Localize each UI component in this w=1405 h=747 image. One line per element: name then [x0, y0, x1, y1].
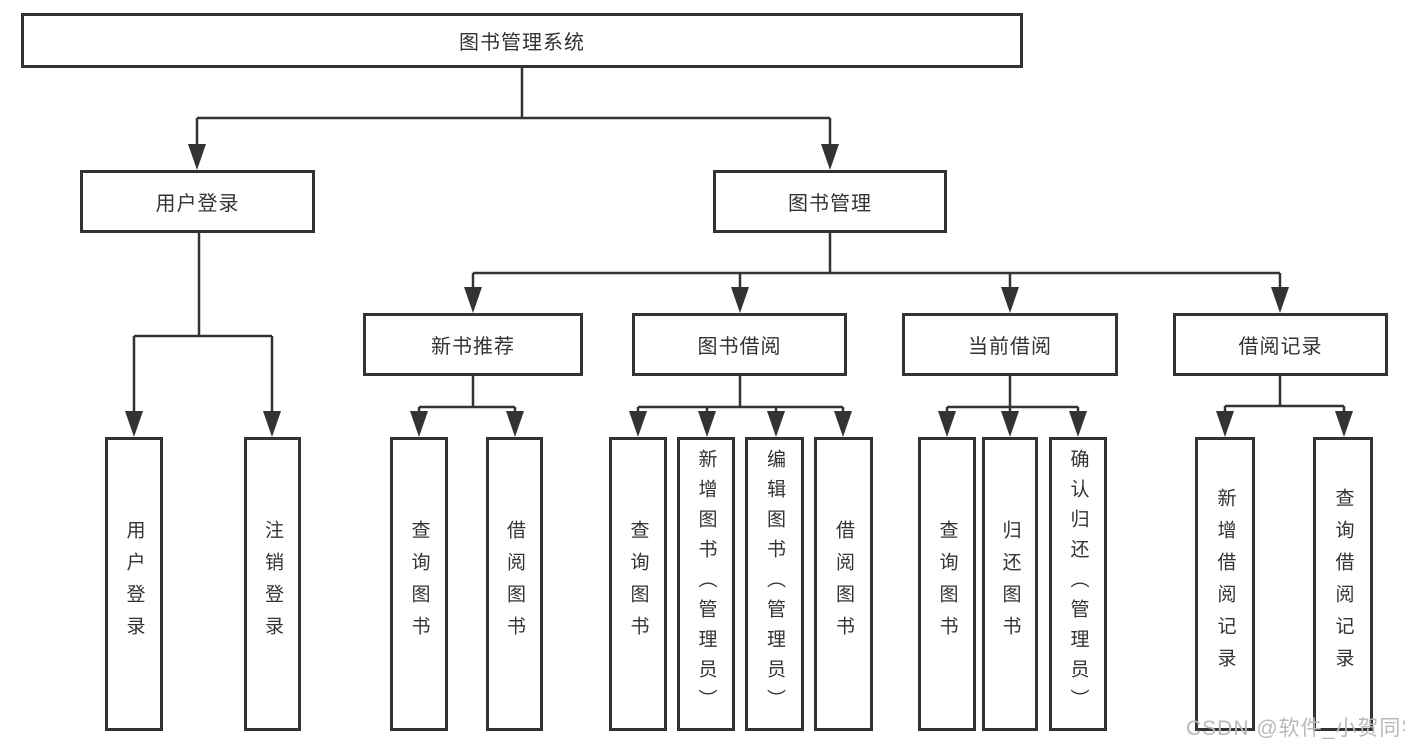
leaf-edit-books-admin: 编辑图书（管理员） [745, 437, 804, 731]
csdn-watermark: CSDN @软件_小贺同学 [1186, 717, 1405, 740]
node-label: 注销登录 [262, 520, 283, 648]
leaf-user-login: 用户登录 [105, 437, 163, 731]
node-label: 借阅图书 [833, 520, 854, 648]
node-label: 图书管理系统 [459, 32, 585, 54]
node-label: 借阅图书 [504, 520, 525, 648]
leaf-query-borrow-record: 查询借阅记录 [1313, 437, 1373, 731]
node-new-book-recommend: 新书推荐 [363, 313, 583, 376]
leaf-query-books-current: 查询图书 [918, 437, 976, 731]
leaf-logout: 注销登录 [244, 437, 301, 731]
leaf-borrow-books: 借阅图书 [814, 437, 873, 731]
node-label: 查询图书 [408, 520, 430, 648]
arrowheads [125, 144, 1353, 437]
node-label: 用户登录 [123, 520, 145, 648]
node-label: 当前借阅 [968, 336, 1052, 358]
node-label: 用户登录 [155, 193, 240, 215]
leaf-query-books-recommend: 查询图书 [390, 437, 448, 731]
leaf-add-books-admin: 新增图书（管理员） [677, 437, 735, 731]
node-label: 新增借阅记录 [1214, 488, 1236, 680]
node-label: 查询图书 [627, 520, 649, 648]
node-label: 图书借阅 [697, 336, 782, 358]
node-label: 归还图书 [999, 520, 1021, 648]
node-current-borrowing: 当前借阅 [902, 313, 1118, 376]
node-label: 确认归还（管理员） [1067, 449, 1089, 719]
node-book-management: 图书管理 [713, 170, 947, 233]
leaf-borrow-books-recommend: 借阅图书 [486, 437, 543, 731]
node-label: 编辑图书（管理员） [764, 449, 785, 719]
node-label: 新书推荐 [431, 336, 515, 358]
node-label: 借阅记录 [1238, 336, 1323, 358]
leaf-query-books-borrow: 查询图书 [609, 437, 667, 731]
node-label: 查询借阅记录 [1332, 488, 1354, 680]
node-label: 查询图书 [936, 520, 958, 648]
node-label: 新增图书（管理员） [695, 449, 717, 719]
node-book-borrowing: 图书借阅 [632, 313, 847, 376]
leaf-confirm-return-admin: 确认归还（管理员） [1049, 437, 1107, 731]
node-user-login: 用户登录 [80, 170, 315, 233]
node-borrowing-records: 借阅记录 [1173, 313, 1388, 376]
node-root-library-system: 图书管理系统 [21, 13, 1023, 68]
leaf-add-borrow-record: 新增借阅记录 [1195, 437, 1255, 731]
leaf-return-books: 归还图书 [982, 437, 1038, 731]
node-label: 图书管理 [788, 193, 872, 215]
